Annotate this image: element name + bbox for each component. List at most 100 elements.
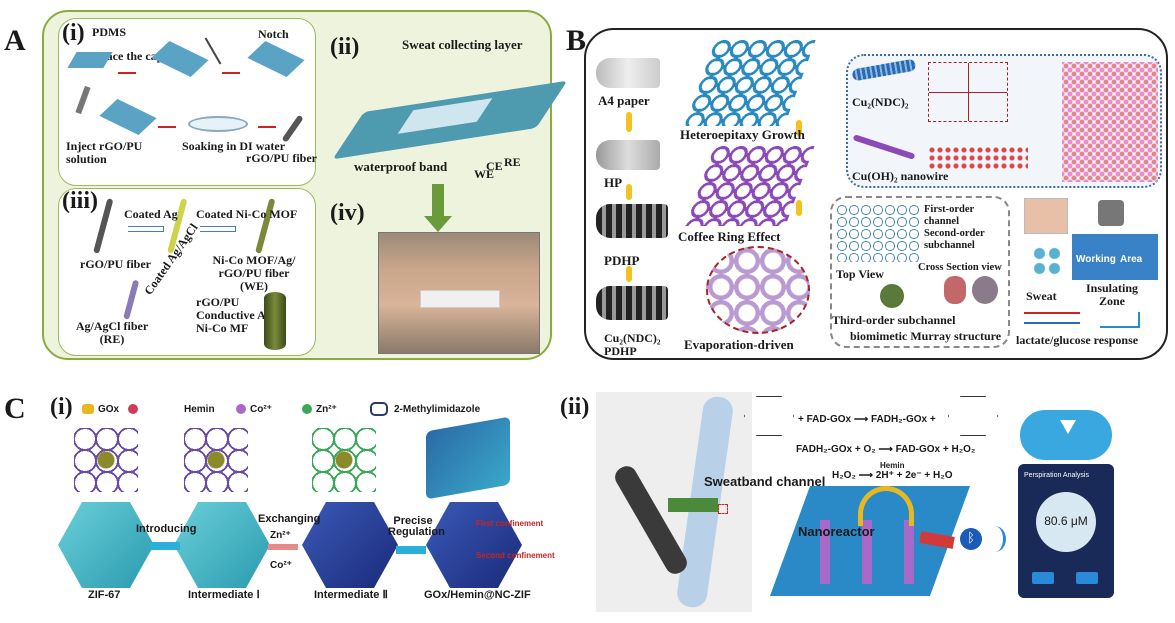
rgo-fiber2-label: rGO/PU fiber: [80, 257, 151, 271]
mim-legend: 2-Methylimidazole: [394, 404, 481, 415]
down-arrow-head: [424, 216, 452, 232]
waterproof-label: waterproof band: [354, 159, 448, 174]
petri-dish-icon: [188, 116, 248, 132]
insulating-label: Insulating Zone: [1085, 281, 1139, 308]
co-dot: [236, 404, 246, 414]
fiber-label: rGO/PU fiber: [246, 151, 317, 165]
panel-b-letter: B: [566, 24, 587, 57]
coated-nico-label: Coated Ni-Co MOF: [196, 207, 298, 221]
mim-icon: [370, 402, 388, 416]
electrode-3: [904, 520, 914, 584]
evap-label: Evaporation-driven: [684, 337, 794, 352]
panel-c-ii-label: (ii): [560, 394, 590, 420]
panel-a-letter: A: [4, 24, 26, 57]
zn-legend: Zn²⁺: [316, 404, 337, 415]
lung-icon: [944, 276, 966, 304]
cloud-icon: [1020, 410, 1112, 460]
response-lines: [1024, 312, 1080, 324]
film-sheet: [426, 416, 510, 500]
murray-rings: [836, 204, 920, 262]
arm-patch: [420, 290, 500, 308]
re-label: RE: [504, 155, 521, 169]
layer1-label: rGO/PU: [196, 295, 240, 309]
second-conf-label: Second confinement: [476, 551, 555, 560]
layer3-label: Ni-Co MF: [196, 321, 249, 335]
wifi-waves: [984, 526, 1006, 552]
cu2pdhp-label-1: Cu₂(NDC)₂: [604, 331, 661, 345]
panel-a-i-label: (i): [62, 20, 85, 46]
zn-dot: [302, 404, 312, 414]
app-value: 80.6 μM: [1044, 514, 1088, 528]
pdhp-icon: [596, 204, 668, 238]
app-title: Perspiration Analysis: [1024, 472, 1089, 479]
final-crystal: [426, 502, 522, 588]
inject-label: Inject rGO/PU solution: [66, 139, 143, 166]
glucose-mol-2: [948, 396, 998, 436]
arrow-ag: [128, 226, 164, 232]
crystal-grid: [928, 62, 1008, 122]
back-button[interactable]: [1076, 572, 1098, 584]
nico-we-label: Ni-Co MOF/Ag/ rGO/PU fiber (WE): [212, 253, 296, 293]
a4-paper-icon: [596, 58, 660, 88]
arrow-nico: [200, 226, 236, 232]
co-out-label: Co²⁺: [270, 560, 292, 571]
panel-c-letter: C: [4, 392, 26, 425]
first-order-label: First-order channel: [924, 204, 974, 227]
agagcl-re-label: Ag/AgCl fiber (RE): [75, 319, 149, 346]
zif-lattice-3: [312, 428, 376, 492]
fiber-cross-section: [264, 292, 286, 350]
zif-lattice-2: [184, 428, 248, 492]
sweat-label: Sweat: [1026, 289, 1057, 303]
value-circle: [1036, 492, 1096, 552]
pdms-label: PDMS: [92, 25, 126, 39]
glucose-mol-1: [744, 396, 794, 436]
nanoreactor-ring: [858, 486, 914, 526]
hetero-label: Heteroepitaxy Growth: [680, 127, 805, 142]
gox-icon: [82, 404, 94, 414]
hemin-cat-label: Hemin: [880, 461, 905, 470]
yellow-arrow-2: [626, 184, 632, 200]
second-order-label: Second-order subchannel: [924, 228, 985, 251]
step-response: [1100, 312, 1140, 328]
yellow-arrow-4: [796, 120, 802, 136]
arrow-exchange-in: [268, 544, 298, 550]
notch-label: Notch: [258, 27, 289, 41]
vessel-icon: [972, 276, 998, 304]
panel-c-i-label: (i): [50, 394, 73, 420]
panel-a-iii-label: (iii): [62, 188, 98, 214]
hp-icon: [596, 140, 660, 170]
area-label: Area: [1120, 254, 1143, 265]
cu2pdhp-icon: [596, 286, 668, 320]
cross-section-label: Cross Section view: [918, 262, 1002, 273]
play-button[interactable]: [1032, 572, 1054, 584]
arrow-introducing: [150, 542, 180, 550]
inter2-label: Intermediate Ⅱ: [314, 589, 388, 601]
step-arrow-1: [118, 72, 136, 74]
yellow-arrow-1: [626, 112, 632, 132]
coated-ag-label: Coated Ag: [124, 207, 178, 221]
panel-a-iv-label: (iv): [330, 200, 365, 226]
top-view-label: Top View: [836, 267, 884, 281]
inter1-label: Intermediate Ⅰ: [188, 589, 260, 601]
zn-in-label: Zn²⁺: [270, 530, 291, 541]
zif67-crystal: [58, 502, 154, 588]
sweat-photo: [1024, 198, 1068, 234]
step-arrow-2: [222, 72, 240, 74]
hemin-legend: Hemin: [184, 404, 215, 415]
zif67-label: ZIF-67: [88, 589, 121, 601]
sweat-layer-label: Sweat collecting layer: [402, 37, 523, 52]
eq1-text: + FAD-GOx ⟶ FADH₂-GOx +: [798, 414, 936, 425]
introducing-label: Introducing: [136, 523, 197, 535]
precise-label: Precise Regulation: [388, 515, 445, 538]
electrode-1: [820, 520, 830, 584]
download-arrow-icon: [1060, 420, 1076, 434]
exchanging-label: Exchanging: [258, 513, 321, 525]
pcb-board: [668, 498, 718, 512]
hemin-dot: [128, 404, 138, 414]
soaking-label: Soaking in DI water: [182, 139, 286, 153]
layer2-label: Conductive Ag: [196, 308, 272, 322]
final-label: GOx/Hemin@NC-ZIF: [424, 589, 531, 601]
sweat-drops: [1032, 246, 1062, 276]
bluetooth-icon: ᛒ: [960, 528, 982, 550]
tree-icon: [880, 284, 904, 308]
